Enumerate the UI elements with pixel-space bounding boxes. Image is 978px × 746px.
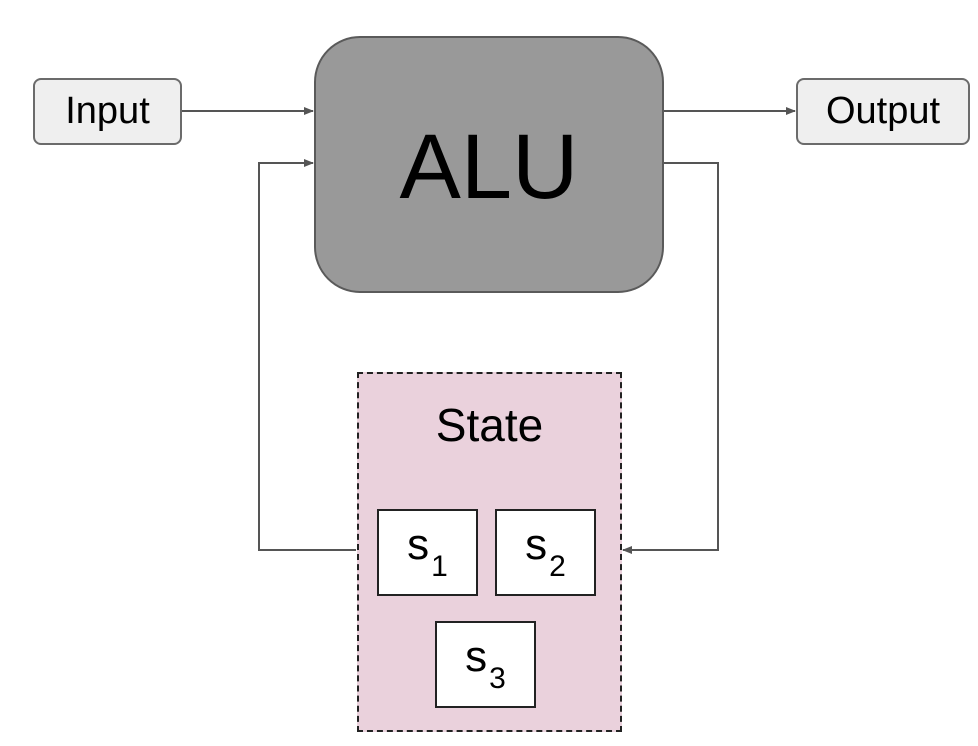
output-node: Output — [796, 78, 970, 145]
input-node: Input — [33, 78, 182, 145]
state-to-alu-arrow — [258, 159, 356, 551]
output-label: Output — [825, 90, 941, 132]
alu-to-state-arrow — [622, 162, 719, 554]
variable-letter: s — [525, 519, 548, 569]
variable-subscript: 1 — [431, 549, 448, 583]
variable-letter: s — [465, 631, 488, 681]
variable-letter: s — [407, 519, 430, 569]
state-label: State — [435, 399, 544, 451]
variable-subscript: 2 — [549, 549, 566, 583]
alu-node: ALU — [314, 36, 664, 293]
alu-label: ALU — [399, 116, 579, 218]
input-label: Input — [65, 90, 150, 132]
variable-subscript: 3 — [489, 661, 506, 695]
